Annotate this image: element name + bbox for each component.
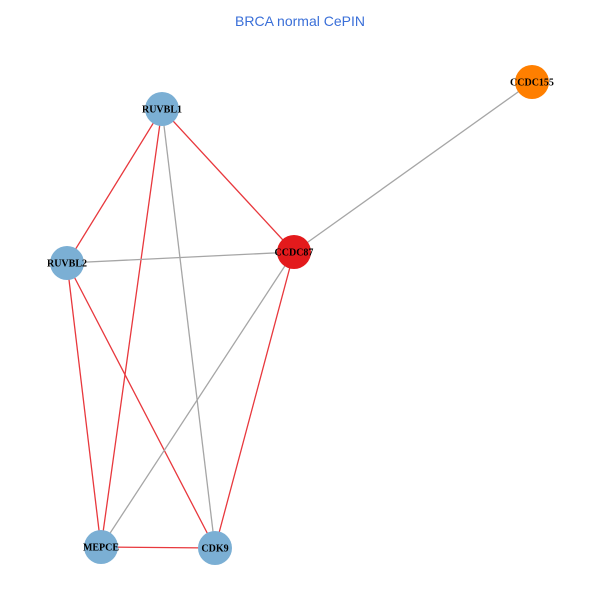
- node-circle[interactable]: [50, 246, 84, 280]
- node-ruvbl1[interactable]: RUVBL1: [142, 92, 182, 126]
- node-ccdc87[interactable]: CCDC87: [275, 235, 314, 269]
- edge-ruvbl2-ccdc87: [66, 251, 295, 264]
- node-label: RUVBL2: [47, 259, 87, 270]
- node-circle[interactable]: [198, 531, 232, 565]
- edge-ruvbl1-cdk9: [161, 108, 216, 549]
- node-label: CCDC87: [275, 248, 314, 259]
- node-circle[interactable]: [145, 92, 179, 126]
- node-label: RUVBL1: [142, 105, 182, 116]
- edge-mepce-cdk9: [100, 546, 216, 549]
- edge-ruvbl1-ccdc87: [161, 108, 295, 253]
- edge-ruvbl1-mepce: [100, 108, 163, 548]
- edge-ruvbl2-cdk9: [66, 262, 216, 549]
- edge-ccdc87-cdk9: [214, 251, 295, 549]
- edge-ccdc155-ccdc87: [293, 81, 533, 253]
- node-circle[interactable]: [84, 530, 118, 564]
- edge-ruvbl2-mepce: [66, 262, 102, 548]
- edge-ruvbl1-ruvbl2: [66, 108, 163, 264]
- node-mepce[interactable]: MEPCE: [83, 530, 119, 564]
- node-label: MEPCE: [83, 543, 119, 554]
- edge-ccdc87-mepce: [100, 251, 295, 548]
- diagram-title: BRCA normal CePIN: [235, 13, 365, 29]
- node-ccdc155[interactable]: CCDC155: [510, 65, 554, 99]
- node-label: CCDC155: [510, 78, 554, 89]
- node-label: CDK9: [201, 544, 228, 555]
- node-ruvbl2[interactable]: RUVBL2: [47, 246, 87, 280]
- edges-layer: [66, 81, 533, 549]
- node-cdk9[interactable]: CDK9: [198, 531, 232, 565]
- node-circle[interactable]: [515, 65, 549, 99]
- node-circle[interactable]: [277, 235, 311, 269]
